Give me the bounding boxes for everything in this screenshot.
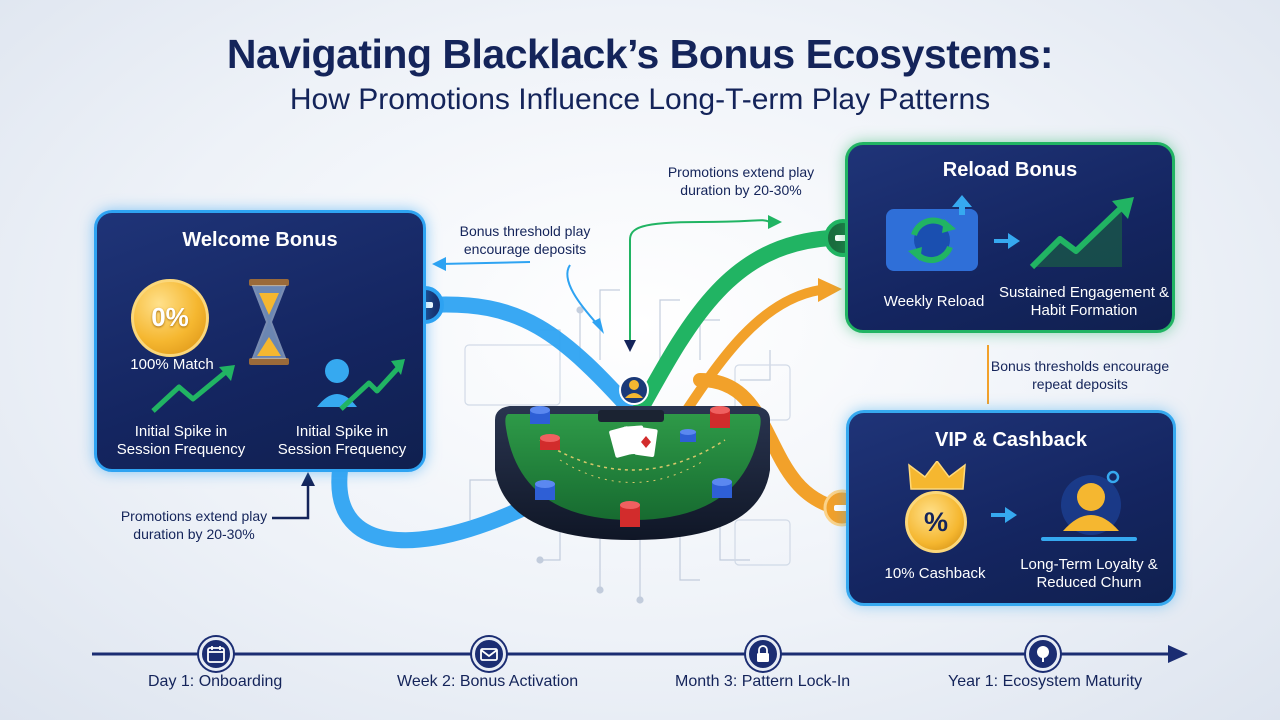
reload-icon <box>886 195 978 271</box>
arrow-right-icon-2 <box>991 507 1017 523</box>
arrow-right-icon <box>994 233 1020 249</box>
timeline-arrowhead <box>1168 645 1188 663</box>
spike-label-left: Initial Spike in Session Frequency <box>116 423 246 458</box>
bottom-left-arrowhead <box>301 472 315 486</box>
top-center-arrow <box>566 264 599 326</box>
top-right-arrowhead-right <box>768 215 782 229</box>
blue-flow-upper <box>420 296 648 428</box>
top-right-arrowhead-down <box>624 340 636 352</box>
milestone-day1 <box>199 637 233 671</box>
engagement-label: Sustained Engagement & Habit Formation <box>998 284 1170 319</box>
cashback-badge-icon: % <box>905 491 967 553</box>
annotation-top-right: Promotions extend play duration by 20-30… <box>667 164 815 198</box>
blackjack-table <box>495 375 770 540</box>
vip-cashback-title: VIP & Cashback <box>935 429 1087 451</box>
annotation-right-middle: Bonus thresholds encourage repeat deposi… <box>990 358 1170 392</box>
milestone-year1 <box>1026 637 1060 671</box>
reload-bonus-title: Reload Bonus <box>942 159 1078 181</box>
milestone-month3 <box>746 637 780 671</box>
loyalty-label: Long-Term Loyalty & Reduced Churn <box>1020 556 1158 591</box>
user-growth-icon <box>317 359 405 411</box>
top-center-arrowhead <box>592 318 604 334</box>
cashback-label: 10% Cashback <box>884 565 986 582</box>
welcome-bonus-title: Welcome Bonus <box>182 229 338 251</box>
spike-label-right: Initial Spike in Session Frequency <box>277 423 407 458</box>
timeline-label-year1: Year 1: Ecosystem Maturity <box>948 673 1143 690</box>
hourglass-icon <box>249 279 289 365</box>
tree-icon <box>1037 646 1049 662</box>
weekly-reload-label: Weekly Reload <box>883 293 985 310</box>
envelope-icon <box>480 648 498 661</box>
crown-icon <box>908 461 966 490</box>
lock-icon <box>757 645 769 662</box>
welcome-bonus-panel: Welcome Bonus 0% 100% Match Initial Spik… <box>94 210 426 472</box>
cashback-badge-label: % <box>923 507 948 537</box>
bottom-left-arrow <box>272 480 310 520</box>
annotation-top-center: Bonus threshold play encourage deposits <box>459 223 591 257</box>
reload-bonus-panel: Reload Bonus Weekly Reload Sustained Eng… <box>845 142 1175 333</box>
coin-icon-label: 0% <box>151 302 189 332</box>
coin-icon: 0% <box>131 279 209 357</box>
orange-flow-upper <box>675 285 825 425</box>
timeline-label-week2: Week 2: Bonus Activation <box>397 673 579 690</box>
left-arrow <box>439 261 531 265</box>
milestone-week2 <box>472 637 506 671</box>
calendar-icon <box>207 646 225 663</box>
blue-flow-lower <box>331 462 568 549</box>
timeline-label-month3: Month 3: Pattern Lock-In <box>675 673 851 690</box>
green-flow <box>632 230 838 418</box>
growth-arrow-icon <box>151 365 235 413</box>
loyal-user-icon <box>1041 470 1137 541</box>
match-label: 100% Match <box>130 356 214 373</box>
page-title: Navigating Blacklack’s Bonus Ecosystems: <box>226 31 1054 77</box>
annotation-bottom-left: Promotions extend play duration by 20-30… <box>120 508 268 542</box>
orange-flow-arrowhead <box>818 278 842 302</box>
page-subtitle: How Promotions Influence Long-T-erm Play… <box>289 83 991 116</box>
growth-chart-icon <box>1029 197 1134 270</box>
vip-cashback-panel: VIP & Cashback % 10% Cashback Long-Term … <box>846 410 1176 606</box>
timeline-label-day1: Day 1: Onboarding <box>148 673 283 690</box>
top-right-arrow <box>629 219 771 345</box>
title-block: Navigating Blacklack’s Bonus Ecosystems:… <box>0 30 1280 120</box>
left-arrowhead <box>432 257 446 271</box>
